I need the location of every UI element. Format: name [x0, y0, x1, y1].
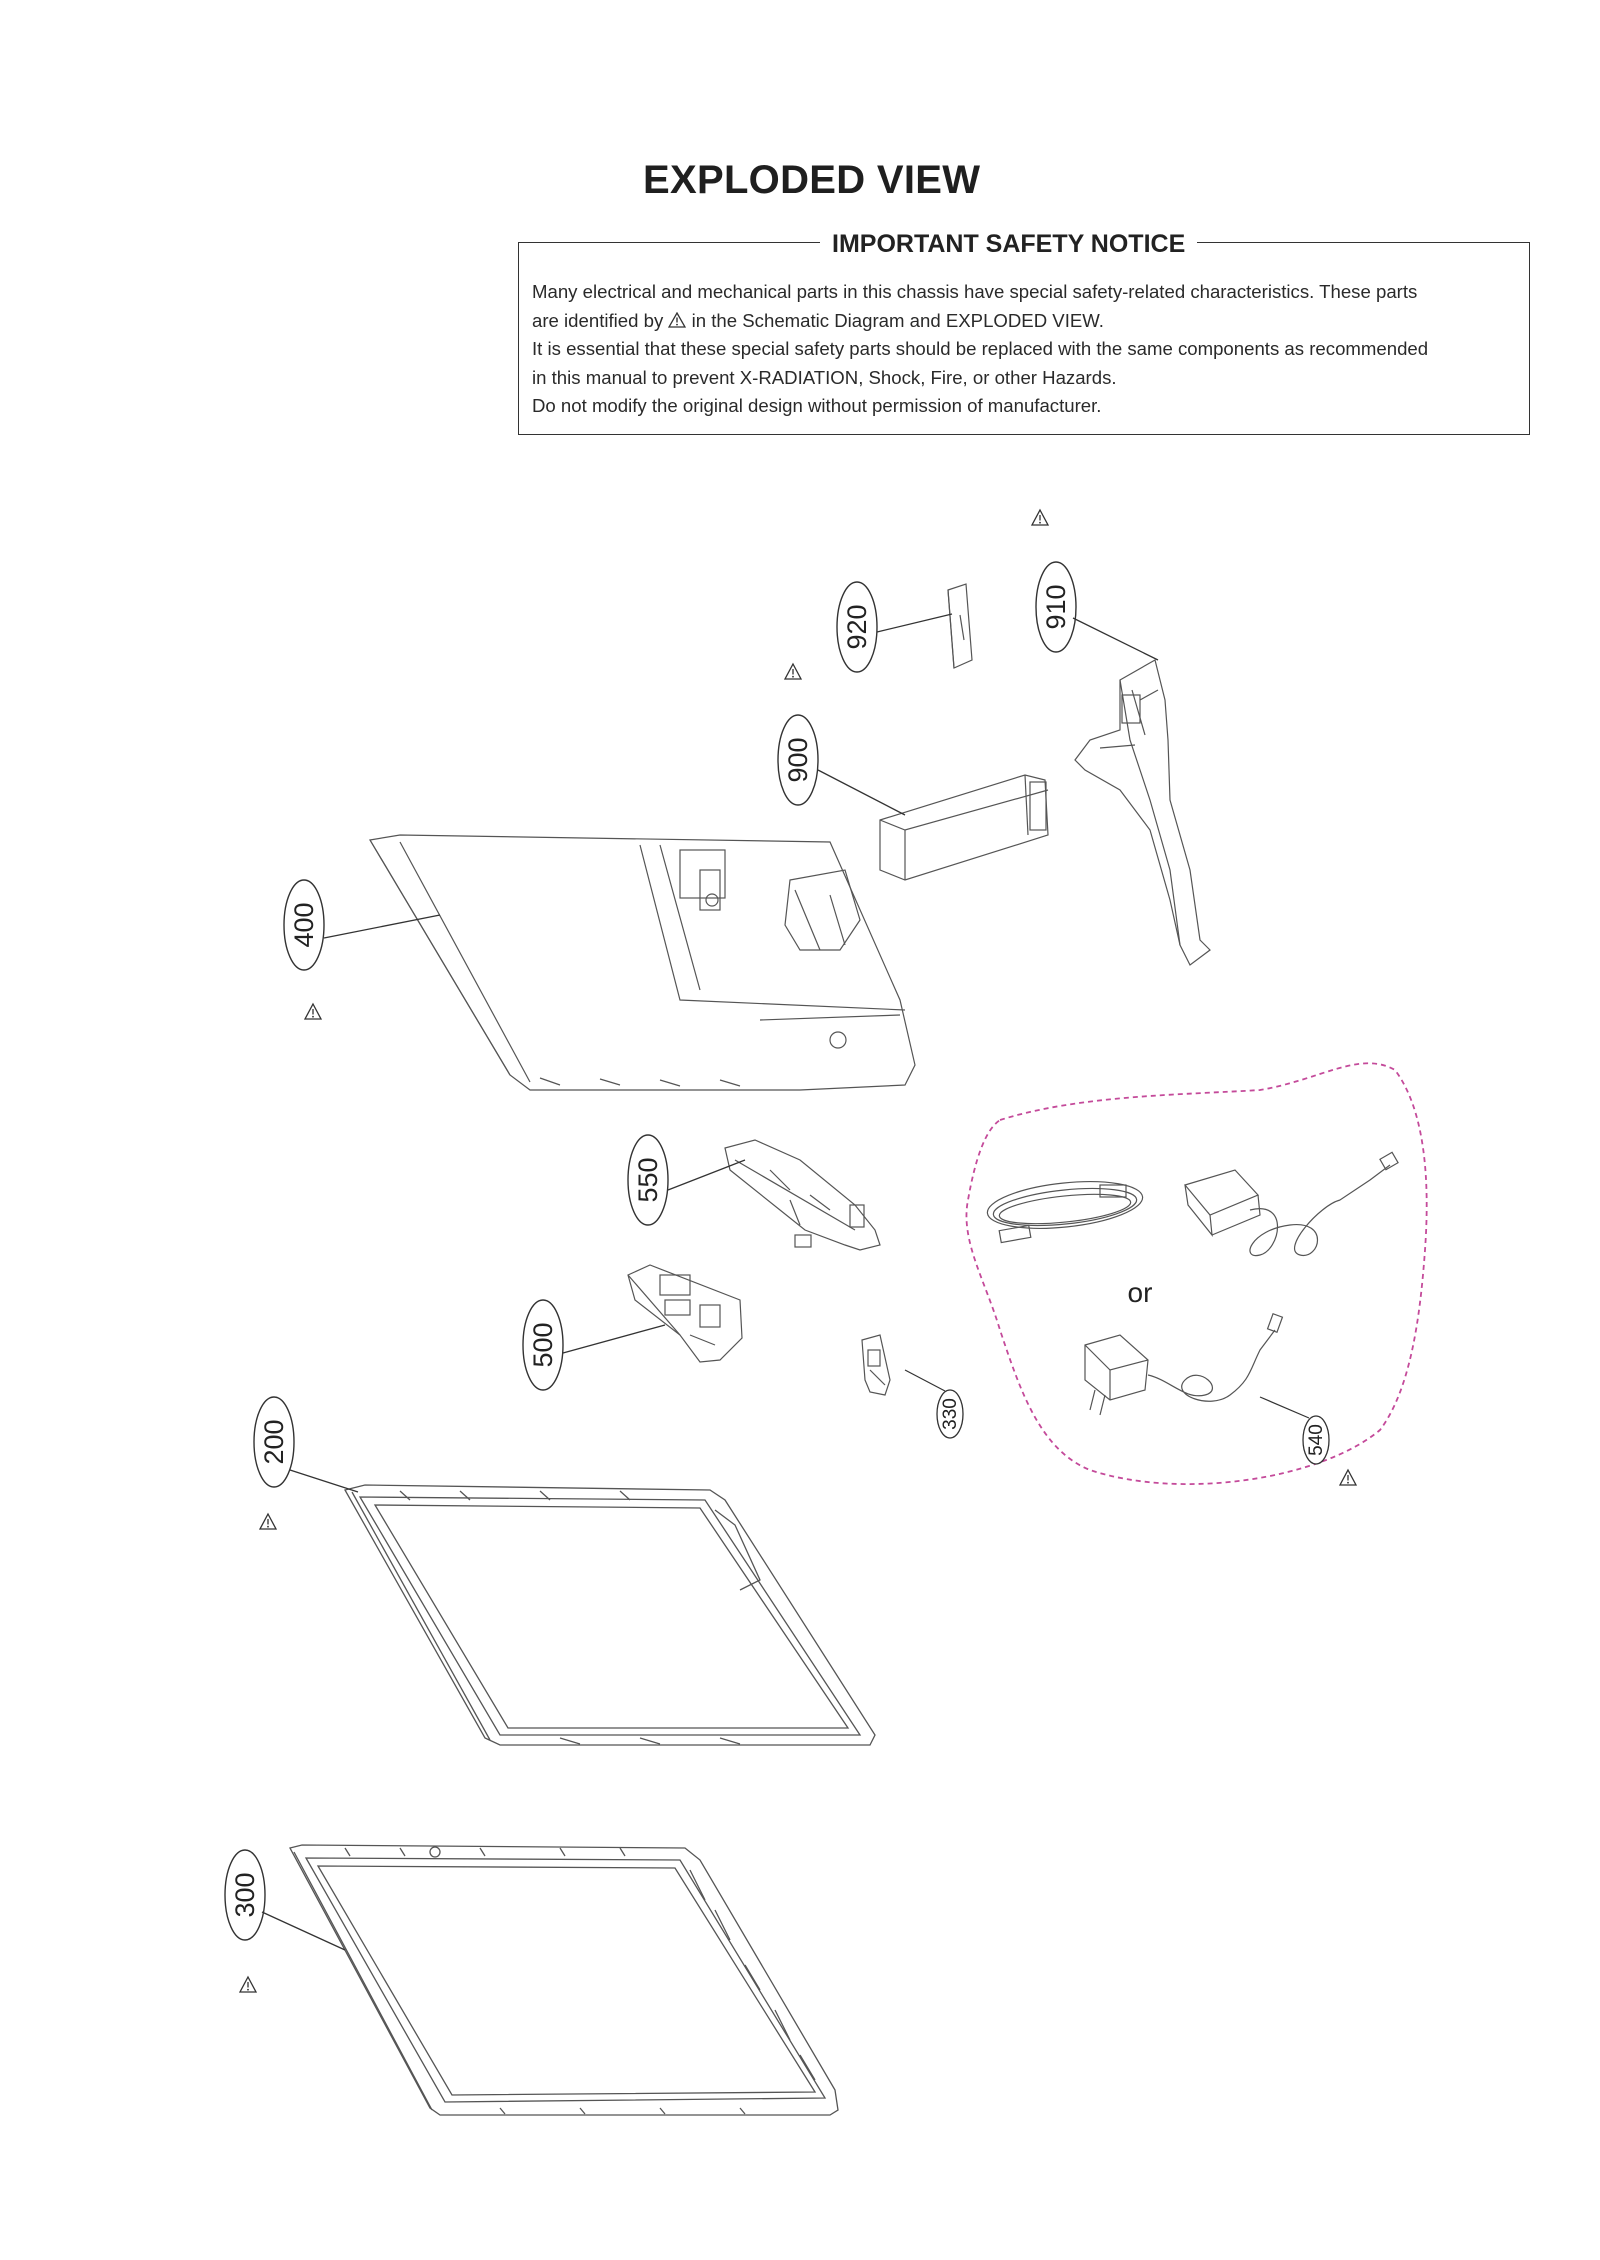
- page-title: EXPLODED VIEW: [643, 158, 981, 202]
- part-300-front-frame: [289, 1844, 839, 2116]
- svg-text:910: 910: [1041, 584, 1071, 629]
- svg-text:330: 330: [940, 1398, 961, 1430]
- callout-550: 550: [627, 1134, 746, 1226]
- warning-triangle-icon: [784, 663, 802, 680]
- callout-540: 540: [1259, 1396, 1330, 1465]
- part-920-cover: [947, 583, 973, 669]
- part-400-back-cover: [369, 834, 916, 1091]
- alternative-or-label: or: [1128, 1277, 1153, 1308]
- callout-910: 910: [1035, 561, 1159, 661]
- svg-text:540: 540: [1306, 1424, 1327, 1456]
- part-330-button-module: [861, 1334, 891, 1396]
- notice-line-5: Do not modify the original design withou…: [532, 395, 1102, 416]
- notice-line-2-start: are identified by: [532, 309, 664, 331]
- warning-triangle-icon: [1031, 509, 1049, 526]
- power-cord: [986, 1181, 1144, 1244]
- callout-920: 920: [836, 581, 953, 673]
- svg-text:200: 200: [259, 1419, 289, 1464]
- svg-text:400: 400: [289, 902, 319, 947]
- part-200-middle-frame: [344, 1484, 876, 1746]
- safety-notice-title: IMPORTANT SAFETY NOTICE: [820, 230, 1198, 259]
- svg-text:300: 300: [230, 1872, 260, 1917]
- callout-200: 200: [253, 1396, 359, 1493]
- callout-330: 330: [904, 1369, 964, 1439]
- part-900-stand-neck: [879, 774, 1049, 881]
- notice-line-1: Many electrical and mechanical parts in …: [532, 281, 1418, 302]
- callout-300: 300: [224, 1849, 346, 1951]
- part-550-bracket: [724, 1139, 881, 1251]
- power-adapter-brick: [1183, 1151, 1399, 1257]
- safety-notice-text: Many electrical and mechanical parts in …: [532, 278, 1516, 421]
- part-910-stand-body: [1074, 659, 1211, 966]
- adapter-group-outline: [965, 1062, 1428, 1485]
- warning-triangle-icon: [668, 311, 687, 328]
- warning-triangle-icon: [1339, 1469, 1357, 1486]
- warning-triangle-icon: [304, 1003, 322, 1020]
- callout-500: 500: [522, 1299, 666, 1391]
- notice-line-2-end: in the Schematic Diagram and EXPLODED VI…: [691, 309, 1104, 331]
- svg-text:900: 900: [783, 737, 813, 782]
- wall-adapter: [1084, 1313, 1284, 1416]
- warning-triangle-icon: [259, 1513, 277, 1530]
- notice-line-2: are identified by in the Schematic Diagr…: [532, 307, 1516, 336]
- callout-900: 900: [777, 714, 906, 816]
- notice-line-4: in this manual to prevent X-RADIATION, S…: [532, 366, 1117, 388]
- part-500-main-board: [627, 1264, 743, 1363]
- svg-text:920: 920: [842, 604, 872, 649]
- svg-text:500: 500: [528, 1322, 558, 1367]
- notice-line-3: It is essential that these special safet…: [532, 338, 1429, 359]
- warning-triangle-icon: [239, 1976, 257, 1993]
- callout-400: 400: [283, 879, 441, 971]
- svg-text:550: 550: [633, 1157, 663, 1202]
